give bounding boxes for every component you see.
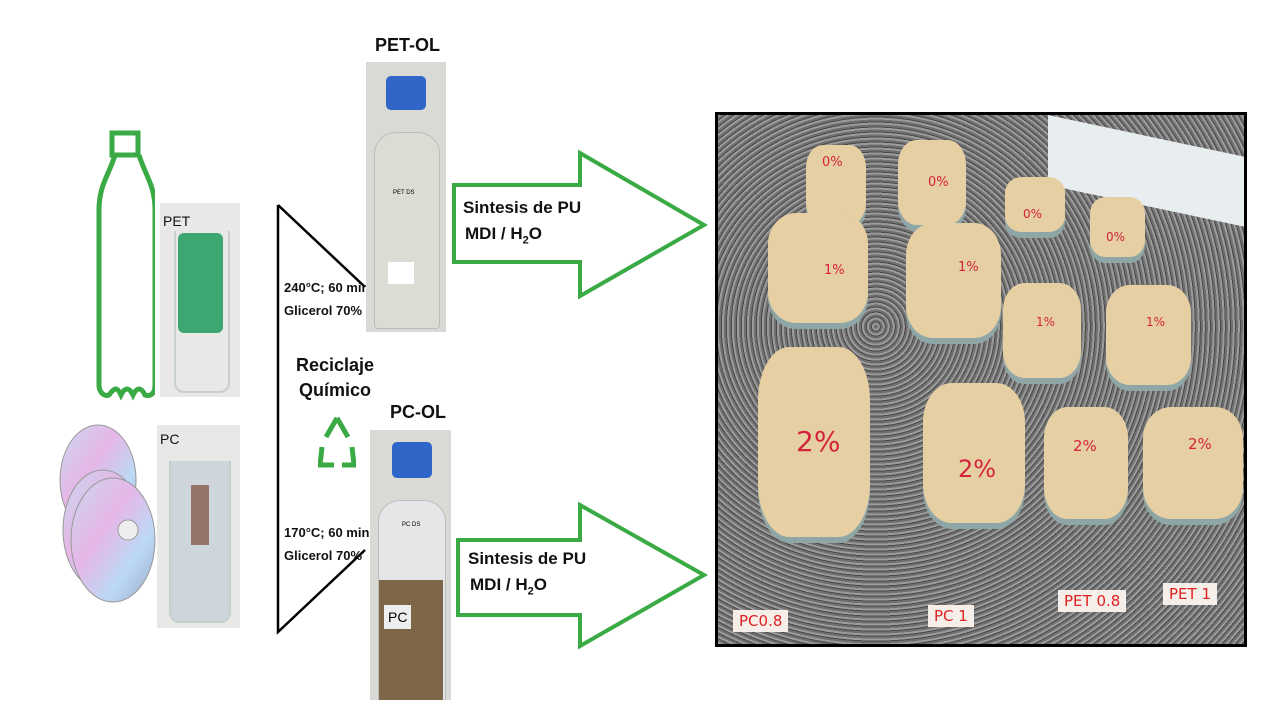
sample-label-0: 0% [822, 155, 843, 170]
sample-tag-pet1: PET 1 [1163, 583, 1217, 605]
pet-conditions-line1: 240°C; 60 min [284, 280, 370, 295]
pc-beaker-photo: PC [157, 425, 240, 628]
sample-tag-pc08: PC0.8 [733, 610, 789, 632]
pc-ol-title: PC-OL [390, 402, 446, 422]
pc-ol-bottle-photo: PC DS PC [370, 430, 451, 700]
subscript: 2 [522, 234, 529, 247]
arrow-bottom-line2-end: O [533, 575, 547, 594]
arrow-top-line2: MDI / H [465, 224, 523, 243]
pet-bottle-label: PET DS [393, 190, 415, 196]
pc-label: PC [160, 431, 180, 447]
pet-label: PET [163, 213, 191, 229]
pc-conditions-line1: 170°C; 60 min [284, 525, 370, 540]
pet-bottle-icon [96, 130, 155, 401]
arrow-top-line1: Sintesis de PU [463, 198, 582, 217]
sample-label-2: 2% [796, 425, 841, 458]
sample-label-1: 1% [1036, 315, 1056, 329]
sample-tag-pc1: PC 1 [928, 605, 974, 627]
sample-label-0: 0% [1106, 230, 1126, 244]
sample-label-1: 1% [824, 263, 845, 278]
sample-label-1: 1% [958, 260, 979, 275]
arrow-bottom-line1: Sintesis de PU [468, 549, 587, 568]
synthesis-arrow-top [452, 149, 709, 300]
arrow-bottom-line2: MDI / H [470, 575, 528, 594]
process-bracket [276, 204, 366, 635]
sample-label-2: 2% [1073, 437, 1097, 455]
process-title-line1: Reciclaje [295, 355, 375, 375]
pc-bottle-label: PC DS [402, 522, 421, 528]
sample-label-2: 2% [1188, 435, 1212, 453]
pc-conditions-line2: Glicerol 70% [284, 548, 363, 563]
pet-conditions-line2: Glicerol 70% [284, 303, 363, 318]
synthesis-arrow-bottom [456, 501, 709, 650]
pc-jar-tag: PC [384, 605, 412, 629]
recycle-icon [318, 416, 356, 468]
sample-label-2: 2% [958, 455, 997, 483]
pet-beaker-photo: PET [160, 203, 240, 397]
process-title-line2: Químico [298, 380, 371, 400]
arrow-top-line2-end: O [528, 224, 542, 243]
sample-label-0: 0% [1023, 207, 1043, 221]
pu-foam-samples-photo: 0% 0% 0% 0% 1% 1% 1% 1% 2% 2% 2% 2% PC0.… [715, 112, 1247, 647]
sample-label-0: 0% [928, 175, 949, 190]
pet-ol-title: PET-OL [375, 35, 441, 55]
subscript: 2 [527, 585, 534, 598]
pet-ol-bottle-photo: PET DS [366, 62, 446, 332]
sample-label-1: 1% [1146, 315, 1166, 329]
sample-tag-pet08: PET 0.8 [1058, 590, 1127, 612]
cd-stack-image [59, 424, 156, 603]
